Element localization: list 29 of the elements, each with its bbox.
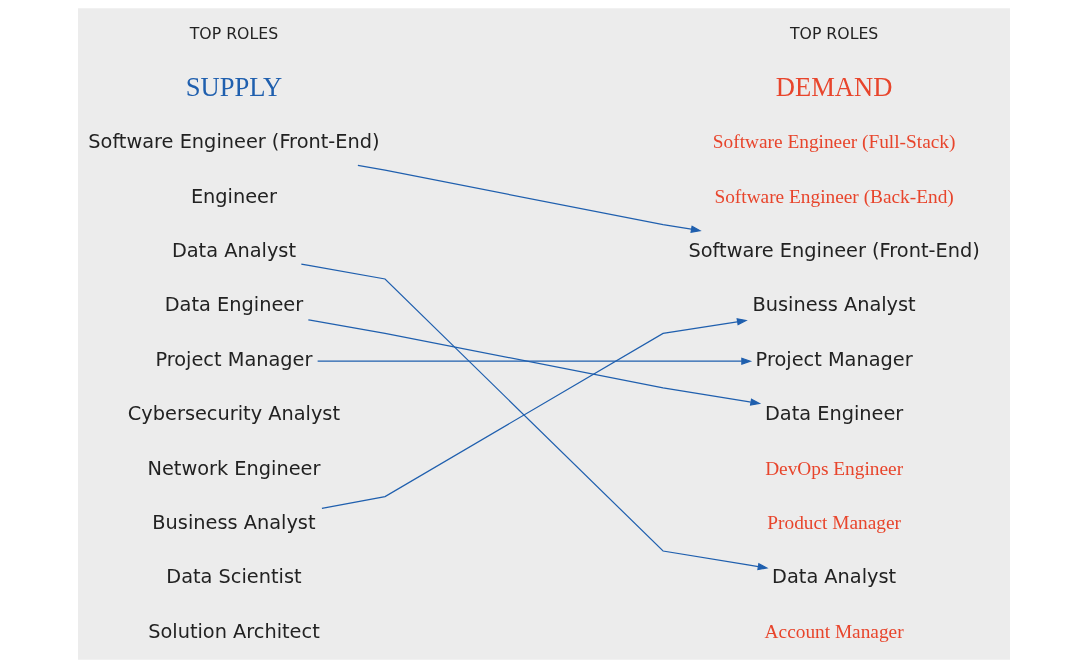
arrow — [356, 164, 702, 233]
label: SUPPLY — [185, 71, 282, 102]
node-text: Project Manager — [755, 347, 913, 371]
node-text: Business Analyst — [151, 510, 316, 534]
label: TOP ROLES — [789, 23, 878, 43]
node-text: Cybersecurity Analyst — [127, 402, 340, 426]
node-text: Account Manager — [764, 620, 904, 642]
arrow — [320, 318, 748, 509]
node-text: Data Analyst — [771, 565, 896, 589]
node-text: Software Engineer (Front-End) — [687, 239, 980, 262]
node-text: Data Engineer — [764, 402, 903, 426]
label: TOP ROLES — [189, 23, 278, 43]
node-text: DevOps Engineer — [764, 457, 903, 479]
node-text: Software Engineer (Front-End) — [87, 130, 380, 154]
arrow — [307, 319, 761, 406]
node-text: Solution Architect — [147, 619, 320, 643]
arrow — [316, 357, 752, 365]
node-text: Project Manager — [154, 347, 312, 371]
node-text: Engineer — [190, 184, 277, 208]
node-text: Business Analyst — [752, 293, 916, 317]
node-text: Data Engineer — [164, 293, 303, 317]
node-text: Software Engineer (Full-Stack) — [712, 131, 955, 153]
arrow — [300, 263, 769, 571]
node-text: Software Engineer (Back-End) — [713, 185, 954, 207]
node-text: Data Scientist — [165, 565, 302, 589]
node-text: Network Engineer — [146, 456, 320, 480]
label: DEMAND — [775, 71, 892, 102]
node-text: Product Manager — [766, 511, 901, 533]
node-text: Data Analyst — [171, 239, 296, 262]
